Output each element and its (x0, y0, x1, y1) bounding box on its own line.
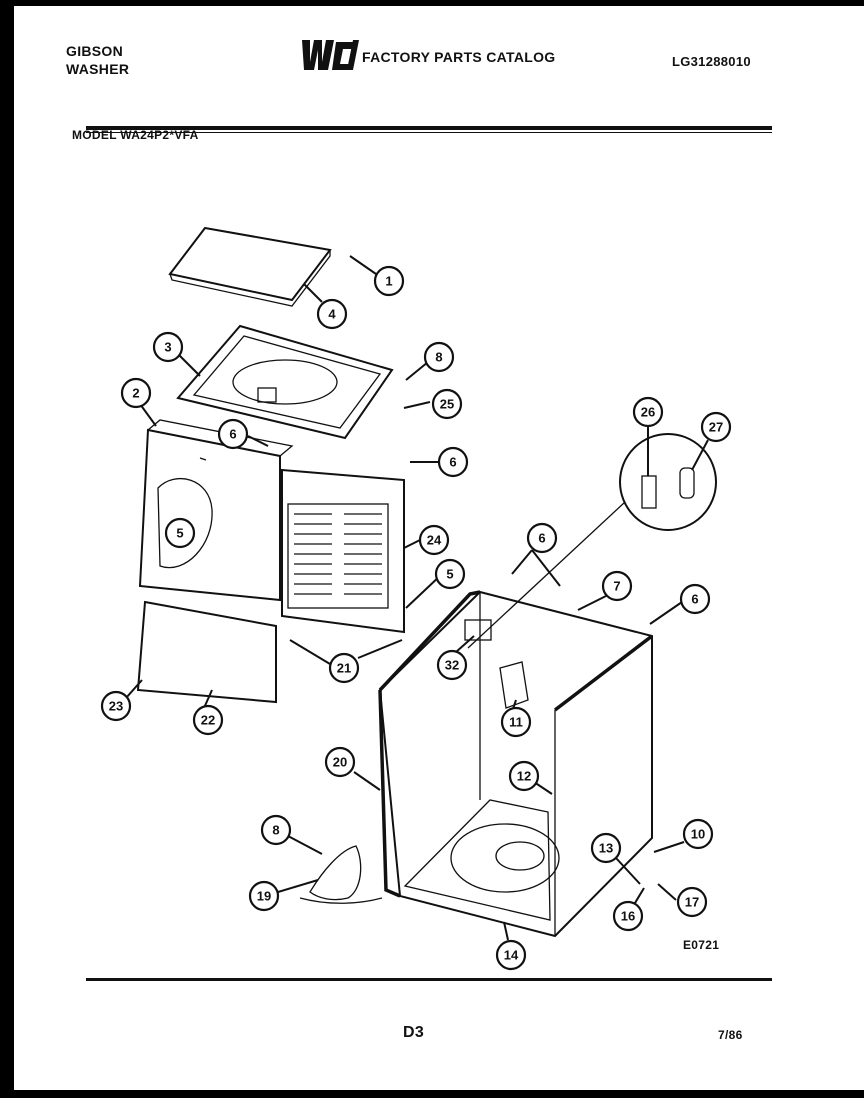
top-panel (176, 324, 394, 440)
callout-4: 4 (316, 298, 348, 330)
washer-lid (168, 226, 332, 307)
svg-text:21: 21 (337, 661, 351, 676)
callout-20: 20 (324, 746, 356, 778)
svg-text:7: 7 (613, 579, 620, 594)
callout-16: 16 (612, 900, 644, 932)
revision-date: 7/86 (718, 1028, 743, 1042)
brand-block: GIBSON WASHER (66, 42, 129, 78)
wci-logo (302, 40, 359, 70)
leader-lines (125, 255, 709, 941)
callout-13: 13 (590, 832, 622, 864)
svg-text:12: 12 (517, 769, 531, 784)
front-panel (138, 419, 294, 602)
svg-text:20: 20 (333, 755, 347, 770)
callout-26: 26 (632, 396, 664, 428)
svg-text:24: 24 (427, 533, 442, 548)
svg-text:5: 5 (176, 526, 183, 541)
svg-text:3: 3 (164, 340, 171, 355)
svg-text:14: 14 (504, 948, 519, 963)
svg-text:1: 1 (385, 274, 392, 289)
svg-text:4: 4 (328, 307, 336, 322)
callout-14: 14 (495, 939, 527, 971)
svg-text:6: 6 (229, 427, 236, 442)
catalog-title: FACTORY PARTS CATALOG (362, 49, 556, 65)
product-type: WASHER (66, 61, 130, 77)
header-rule-thin (86, 132, 772, 133)
footer-rule (86, 978, 772, 981)
callout-11: 11 (500, 706, 532, 738)
callout-12: 12 (508, 760, 540, 792)
svg-text:17: 17 (685, 895, 699, 910)
svg-text:26: 26 (641, 405, 655, 420)
rear-vent-panel (281, 468, 405, 634)
svg-text:25: 25 (440, 397, 454, 412)
callout-8: 8 (423, 341, 455, 373)
callout-7: 7 (601, 570, 633, 602)
callout-6: 6 (437, 446, 469, 478)
callout-6: 6 (526, 522, 558, 554)
callout-23: 23 (100, 690, 132, 722)
capacitor-detail (467, 433, 717, 649)
callout-5: 5 (434, 558, 466, 590)
svg-text:5: 5 (446, 567, 453, 582)
svg-text:2: 2 (132, 386, 139, 401)
page-number: D3 (403, 1024, 425, 1041)
svg-text:6: 6 (691, 592, 698, 607)
callout-1: 1 (373, 265, 405, 297)
svg-text:11: 11 (509, 715, 523, 730)
svg-text:23: 23 (109, 699, 123, 714)
svg-text:8: 8 (272, 823, 279, 838)
callout-8: 8 (260, 814, 292, 846)
svg-text:32: 32 (445, 658, 459, 673)
svg-text:8: 8 (435, 350, 442, 365)
svg-text:16: 16 (621, 909, 635, 924)
brand-name: GIBSON (66, 43, 124, 59)
callout-6: 6 (217, 418, 249, 450)
model-number: MODEL WA24P2*VFA (72, 128, 199, 142)
toe-panel (136, 600, 277, 704)
svg-text:19: 19 (257, 889, 271, 904)
callout-3: 3 (152, 331, 184, 363)
callout-32: 32 (436, 649, 468, 681)
callout-25: 25 (431, 388, 463, 420)
callout-2: 2 (120, 377, 152, 409)
callout-19: 19 (248, 880, 280, 912)
header-rule (86, 126, 772, 130)
callout-6: 6 (679, 583, 711, 615)
callout-27: 27 (700, 411, 732, 443)
figure-code: E0721 (683, 938, 720, 952)
callout-10: 10 (682, 818, 714, 850)
callout-21: 21 (328, 652, 360, 684)
svg-text:6: 6 (449, 455, 456, 470)
svg-text:10: 10 (691, 827, 705, 842)
svg-text:27: 27 (709, 420, 723, 435)
callout-24: 24 (418, 524, 450, 556)
svg-text:6: 6 (538, 531, 545, 546)
svg-text:13: 13 (599, 841, 613, 856)
callout-5: 5 (164, 517, 196, 549)
callout-22: 22 (192, 704, 224, 736)
hose-assembly (299, 845, 383, 904)
document-number: LG31288010 (672, 54, 751, 69)
callout-17: 17 (676, 886, 708, 918)
svg-text:22: 22 (201, 713, 215, 728)
